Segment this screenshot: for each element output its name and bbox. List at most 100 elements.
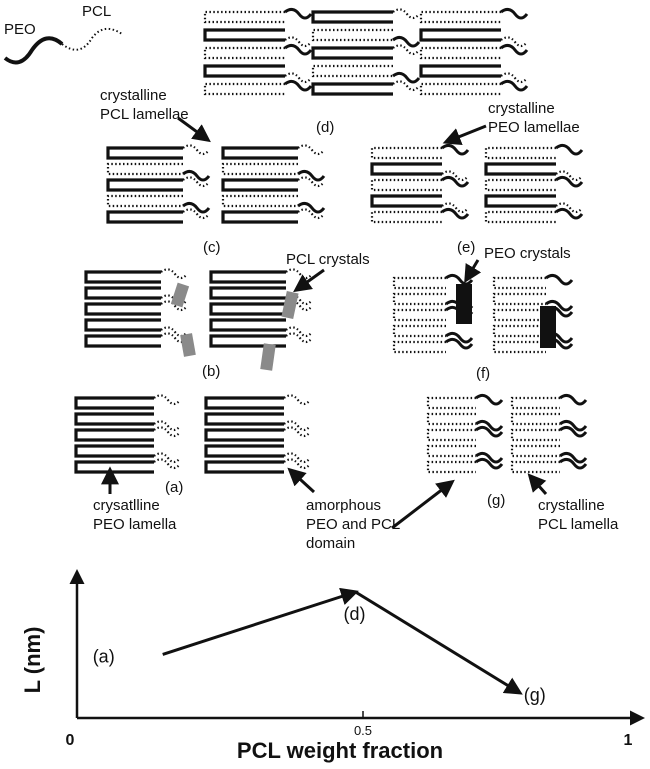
pcl-lamella-fold bbox=[484, 146, 556, 160]
annotations: crystalline PCL lamellae crystalline PEO… bbox=[93, 87, 619, 552]
pcl-chain-icon bbox=[61, 27, 123, 51]
peo-lamella-fold bbox=[74, 412, 154, 426]
chain-tail bbox=[445, 331, 474, 344]
pcl-lamella-fold bbox=[492, 276, 546, 290]
chain-tail bbox=[285, 332, 313, 344]
chain-tail bbox=[441, 202, 469, 214]
chain-tail bbox=[559, 393, 588, 406]
pcl-lamella-fold bbox=[510, 444, 560, 458]
peo-lamella-fold bbox=[209, 318, 286, 332]
chain-tail bbox=[392, 8, 420, 20]
chain-tail bbox=[297, 144, 325, 156]
chain-tail bbox=[284, 72, 312, 84]
pcl-lamella-fold bbox=[426, 428, 476, 442]
chain-tail bbox=[160, 332, 188, 344]
pcl-lamellae-arrow bbox=[177, 116, 211, 143]
chain-tail bbox=[475, 393, 504, 406]
pcl-lamella-fold bbox=[419, 82, 501, 96]
point-label: (a) bbox=[93, 646, 115, 666]
peo-lamella-fold bbox=[209, 302, 286, 316]
chain-tail bbox=[555, 143, 584, 156]
pcl-lamella-fold bbox=[370, 210, 442, 224]
peo-lamella-fold bbox=[84, 286, 161, 300]
pcl-lamella-fold bbox=[106, 194, 183, 208]
chain-tail bbox=[283, 394, 311, 406]
chain-tail bbox=[297, 208, 325, 220]
x-axis-label: PCL weight fraction bbox=[237, 738, 443, 763]
chain-tail bbox=[555, 207, 584, 220]
chain-tail bbox=[285, 268, 313, 280]
amorphous-arrow-left bbox=[287, 467, 316, 494]
peo-lamella-fold bbox=[311, 10, 393, 24]
peo-lamella-fold bbox=[74, 396, 154, 410]
pcl-lamella-fold bbox=[419, 10, 501, 24]
pcl-lamella-fold bbox=[311, 28, 393, 42]
chain-tail bbox=[441, 207, 470, 220]
chain-tail bbox=[392, 44, 420, 56]
peo-crystal-block bbox=[456, 284, 472, 324]
chain-tail bbox=[182, 176, 210, 188]
pcl-lamella-fold bbox=[392, 324, 446, 338]
peo-lamella-fold bbox=[370, 162, 442, 176]
chain-tail bbox=[283, 426, 311, 438]
peo-lamella-fold bbox=[221, 178, 298, 192]
peo-lamella-fold bbox=[74, 428, 154, 442]
crystalline-peo-lamella-l2: PEO lamella bbox=[93, 516, 177, 533]
pcl-lamella-fold bbox=[492, 292, 546, 306]
x-tick-label-1: 1 bbox=[624, 732, 633, 749]
chain-tail bbox=[500, 36, 528, 48]
pcl-lamella-fold bbox=[106, 162, 183, 176]
chain-tail bbox=[559, 451, 588, 464]
chain-tail bbox=[445, 273, 474, 286]
panel-label-c: (c) bbox=[203, 239, 221, 256]
chain-tail bbox=[475, 419, 504, 432]
peo-lamella-fold bbox=[419, 28, 501, 42]
point-label: (d) bbox=[344, 604, 366, 624]
pcl-lamella-fold bbox=[392, 292, 446, 306]
crystalline-peo-lamellae-l1: crystalline bbox=[488, 100, 555, 117]
peo-lamella-fold bbox=[204, 396, 284, 410]
pcl-lamella-fold bbox=[426, 460, 476, 474]
pcl-crystal-block bbox=[170, 282, 190, 308]
pcl-lamella-fold bbox=[370, 146, 442, 160]
chain-tail bbox=[500, 72, 528, 84]
pcl-lamella-fold bbox=[419, 46, 501, 60]
chain-tail bbox=[160, 300, 188, 312]
chain-tail bbox=[475, 451, 504, 464]
peo-lamella-fold bbox=[484, 194, 556, 208]
pcl-lamella-fold bbox=[484, 178, 556, 192]
point-label: (g) bbox=[524, 685, 546, 705]
trend-segment bbox=[162, 587, 359, 656]
chain-tail bbox=[441, 143, 470, 156]
pcl-lamella-fold bbox=[203, 10, 285, 24]
pcl-lamella-fold bbox=[426, 412, 476, 426]
pcl-lamella-fold bbox=[392, 340, 446, 354]
trend-lines bbox=[162, 587, 523, 695]
peo-legend-label: PEO bbox=[4, 21, 36, 38]
pcl-lamella-arrow bbox=[527, 473, 548, 495]
chain-tail bbox=[441, 175, 470, 188]
peo-lamella-fold bbox=[209, 286, 286, 300]
chain-tail bbox=[555, 202, 583, 214]
peo-lamella-fold bbox=[311, 46, 393, 60]
chain-tail bbox=[500, 43, 529, 56]
pcl-crystal-block bbox=[260, 343, 276, 371]
peo-lamella-fold bbox=[74, 460, 154, 474]
chain-tail bbox=[297, 201, 326, 214]
chain-tail bbox=[153, 458, 181, 470]
y-axis-label: L (nm) bbox=[20, 627, 45, 694]
pcl-lamella-fold bbox=[510, 396, 560, 410]
pcl-lamella-fold bbox=[221, 162, 298, 176]
pcl-lamella-fold bbox=[510, 460, 560, 474]
peo-lamella-fold bbox=[311, 82, 393, 96]
lamellae-stacks bbox=[74, 7, 588, 474]
chain-tail bbox=[392, 80, 420, 92]
peo-lamella-fold bbox=[84, 302, 161, 316]
chain-tail bbox=[475, 457, 504, 470]
peo-lamella-fold bbox=[106, 178, 183, 192]
pcl-lamella-fold bbox=[426, 396, 476, 410]
chain-tail bbox=[153, 426, 181, 438]
x-tick-label-mid: 0.5 bbox=[354, 723, 372, 738]
pcl-lamella-fold bbox=[203, 46, 285, 60]
chain-tail bbox=[182, 208, 210, 220]
